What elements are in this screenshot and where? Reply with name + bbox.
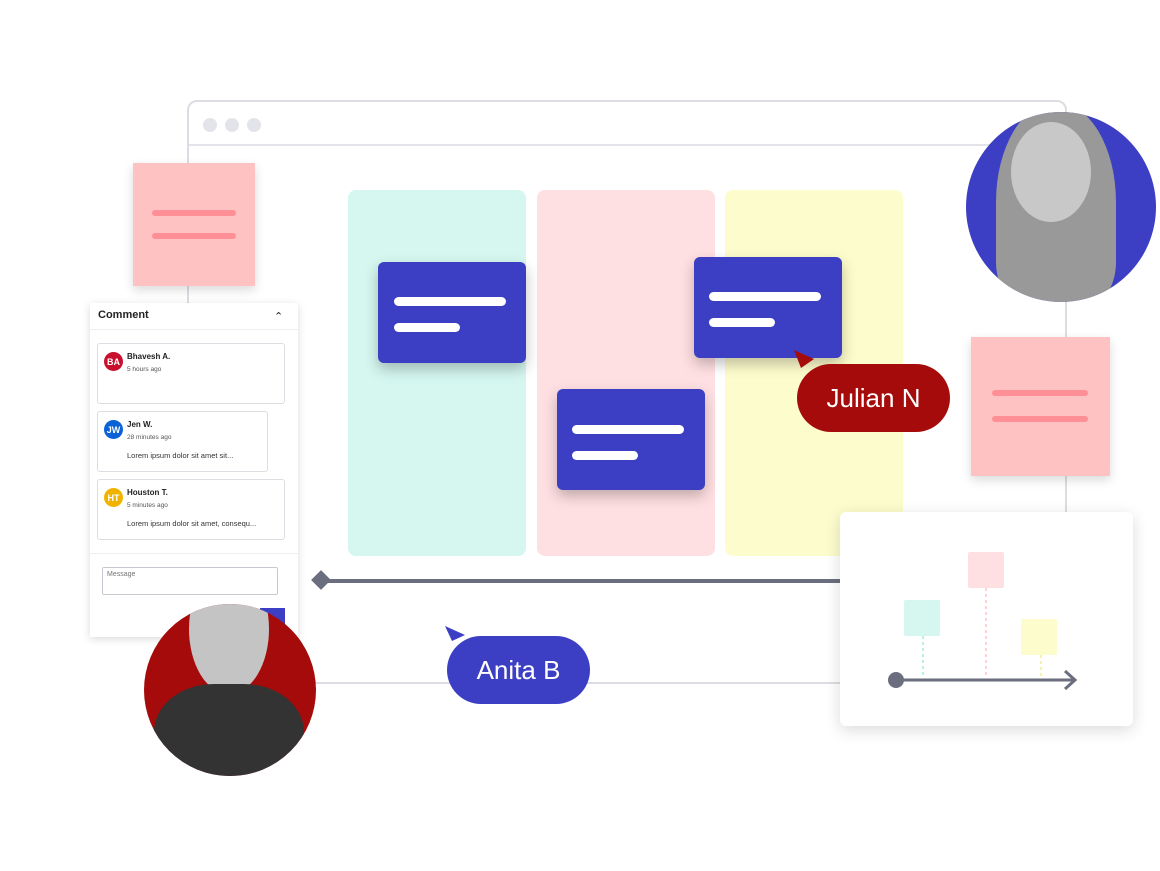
- timeline-chart: [888, 552, 1078, 691]
- comment-author: Houston T.: [127, 488, 168, 497]
- cursor-label-anita: Anita B: [447, 636, 590, 704]
- board-card[interactable]: [694, 257, 842, 358]
- window-dot: [225, 118, 239, 132]
- avatar: BA: [104, 352, 123, 371]
- cursor-label-julian: Julian N: [797, 364, 950, 432]
- comment-time: 28 minutes ago: [127, 434, 172, 441]
- cursor-arrow-icon: [794, 350, 814, 368]
- user-photo-man: [144, 604, 316, 776]
- comment-time: 5 hours ago: [127, 366, 162, 373]
- comment-author: Jen W.: [127, 420, 153, 429]
- board-card[interactable]: [378, 262, 526, 363]
- chevron-up-icon[interactable]: ⌃: [274, 311, 284, 323]
- comment-item[interactable]: JW Jen W. 28 minutes ago Lorem ipsum dol…: [97, 411, 268, 472]
- comment-item[interactable]: HT Houston T. 5 minutes ago Lorem ipsum …: [97, 479, 285, 540]
- titlebar-divider: [189, 144, 1065, 146]
- comment-text: Lorem ipsum dolor sit amet sit...: [127, 451, 234, 460]
- window-dot: [203, 118, 217, 132]
- sticky-note[interactable]: [133, 163, 255, 286]
- board-card[interactable]: [557, 389, 705, 490]
- comment-time: 5 minutes ago: [127, 502, 168, 509]
- comment-panel: Comment ⌃ BA Bhavesh A. 5 hours ago JW J…: [90, 303, 298, 637]
- sticky-note[interactable]: [971, 337, 1110, 476]
- timeline-chart-card: [840, 512, 1133, 726]
- board-column-pink: [537, 190, 715, 556]
- avatar: HT: [104, 488, 123, 507]
- avatar: JW: [104, 420, 123, 439]
- user-photo-woman: [966, 112, 1156, 302]
- timeline-line: [322, 579, 842, 583]
- window-dot: [247, 118, 261, 132]
- comment-item[interactable]: BA Bhavesh A. 5 hours ago: [97, 343, 285, 404]
- comment-panel-title: Comment: [98, 309, 149, 321]
- board-column-teal: [348, 190, 526, 556]
- message-input[interactable]: [102, 567, 278, 595]
- comment-author: Bhavesh A.: [127, 352, 171, 361]
- cursor-arrow-icon: [445, 626, 465, 641]
- comment-text: Lorem ipsum dolor sit amet, consequ...: [127, 519, 257, 528]
